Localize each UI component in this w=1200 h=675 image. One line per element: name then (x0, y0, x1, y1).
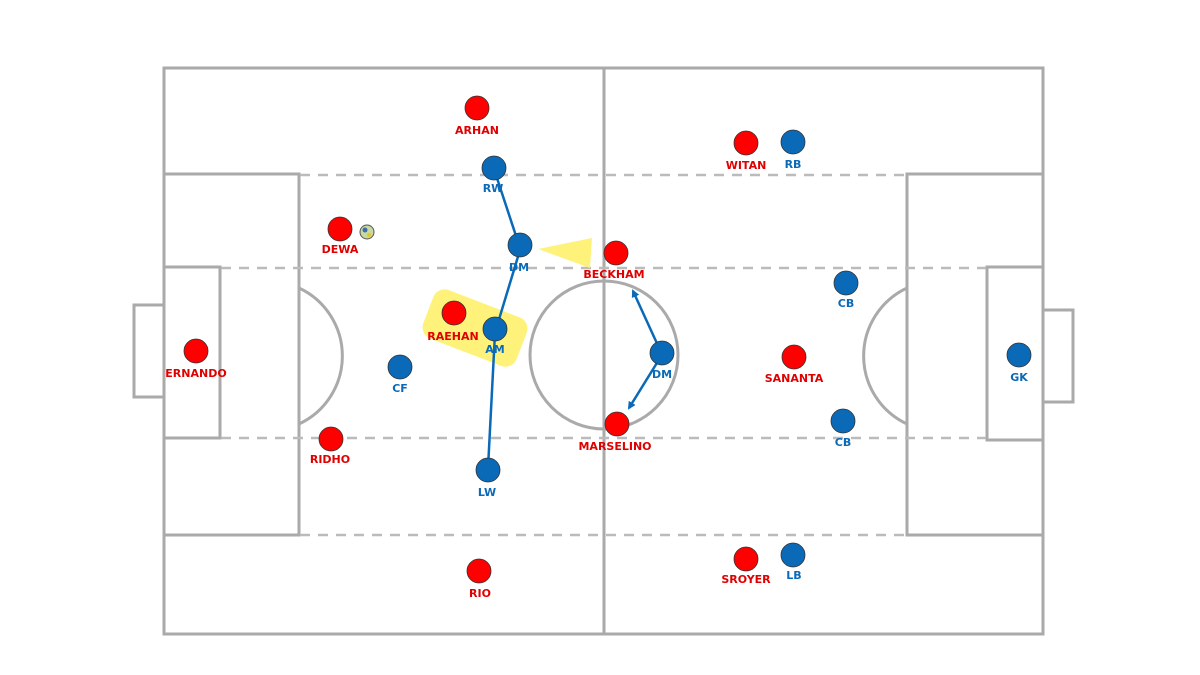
player-label: DM (652, 368, 672, 381)
player-disc (318, 426, 344, 452)
player-marselino[interactable]: MARSELINO (578, 411, 652, 453)
dm-back-arrow (627, 357, 662, 410)
player-disc (482, 316, 508, 342)
player-label: CF (392, 382, 408, 395)
player-label: MARSELINO (578, 440, 651, 453)
player-gk[interactable]: GK (1006, 342, 1032, 384)
player-label: DM (509, 261, 529, 274)
movement-lines (486, 171, 662, 469)
player-label: ARHAN (455, 124, 499, 137)
player-disc (780, 542, 806, 568)
player-label: SROYER (721, 573, 771, 586)
player-disc (649, 340, 675, 366)
player-disc (466, 558, 492, 584)
player-disc (603, 240, 629, 266)
player-disc (604, 411, 630, 437)
player-rw[interactable]: RW (481, 155, 507, 195)
player-ridho[interactable]: RIDHO (310, 426, 350, 466)
player-witan[interactable]: WITAN (726, 130, 767, 172)
player-label: GK (1010, 371, 1028, 384)
channel-lines (221, 173, 986, 537)
player-disc (733, 130, 759, 156)
player-disc (441, 300, 467, 326)
right-penalty-arc (862, 286, 908, 426)
player-label: CB (835, 436, 851, 449)
right-goal (1041, 308, 1075, 404)
player-disc (475, 457, 501, 483)
left-goal (132, 303, 166, 399)
player-sananta[interactable]: SANANTA (765, 344, 824, 385)
player-disc (507, 232, 533, 258)
highlight-zone (422, 289, 528, 367)
player-raehan[interactable]: RAEHAN (427, 300, 479, 343)
player-rio[interactable]: RIO (466, 558, 492, 600)
red-team: ARHAN WITAN DEWA BECKHAM RAEHAN ERNANDO … (165, 95, 824, 600)
player-disc (464, 95, 490, 121)
player-label: CB (838, 297, 854, 310)
player-disc (387, 354, 413, 380)
player-disc (327, 216, 353, 242)
player-label: LW (478, 486, 496, 499)
player-label: RW (483, 182, 504, 195)
blue-team: RB RW DM CB AM DM CF GK (387, 129, 1032, 582)
player-sroyer[interactable]: SROYER (721, 546, 771, 586)
player-label: RB (785, 158, 802, 171)
player-cb-top[interactable]: CB (833, 270, 859, 310)
player-label: ERNANDO (165, 367, 226, 380)
player-lw[interactable]: LW (475, 457, 501, 499)
player-label: RIO (469, 587, 491, 600)
player-am[interactable]: AM (482, 316, 508, 356)
rw-to-dm-line (493, 171, 520, 243)
player-label: DEWA (322, 243, 359, 256)
player-cf[interactable]: CF (387, 354, 413, 395)
player-ernando[interactable]: ERNANDO (165, 338, 227, 380)
player-label: SANANTA (765, 372, 824, 385)
player-beckham[interactable]: BECKHAM (583, 240, 645, 281)
left-penalty-arc (298, 286, 344, 426)
ball-icon (359, 224, 375, 240)
player-label: WITAN (726, 159, 767, 172)
player-label: RIDHO (310, 453, 350, 466)
player-disc (833, 270, 859, 296)
player-disc (780, 129, 806, 155)
dm-forward-arrow (631, 289, 662, 351)
player-label: RAEHAN (427, 330, 478, 343)
player-disc (1006, 342, 1032, 368)
player-label: LB (786, 569, 801, 582)
player-rb[interactable]: RB (780, 129, 806, 171)
player-lb[interactable]: LB (780, 542, 806, 582)
player-label: AM (485, 343, 504, 356)
pitch-markings (132, 66, 1075, 636)
center-circle (528, 279, 680, 431)
player-label: BECKHAM (583, 268, 644, 281)
am-to-lw-line (486, 332, 497, 469)
player-arhan[interactable]: ARHAN (455, 95, 499, 137)
player-dm-right[interactable]: DM (649, 340, 675, 381)
player-disc (830, 408, 856, 434)
player-disc (183, 338, 209, 364)
player-disc (481, 155, 507, 181)
player-dm-left[interactable]: DM (507, 232, 533, 274)
dm-to-am-line (495, 249, 522, 327)
highlight-cone (538, 238, 592, 268)
player-disc (733, 546, 759, 572)
player-dewa[interactable]: DEWA (322, 216, 359, 256)
player-cb-bottom[interactable]: CB (830, 408, 856, 449)
player-disc (781, 344, 807, 370)
